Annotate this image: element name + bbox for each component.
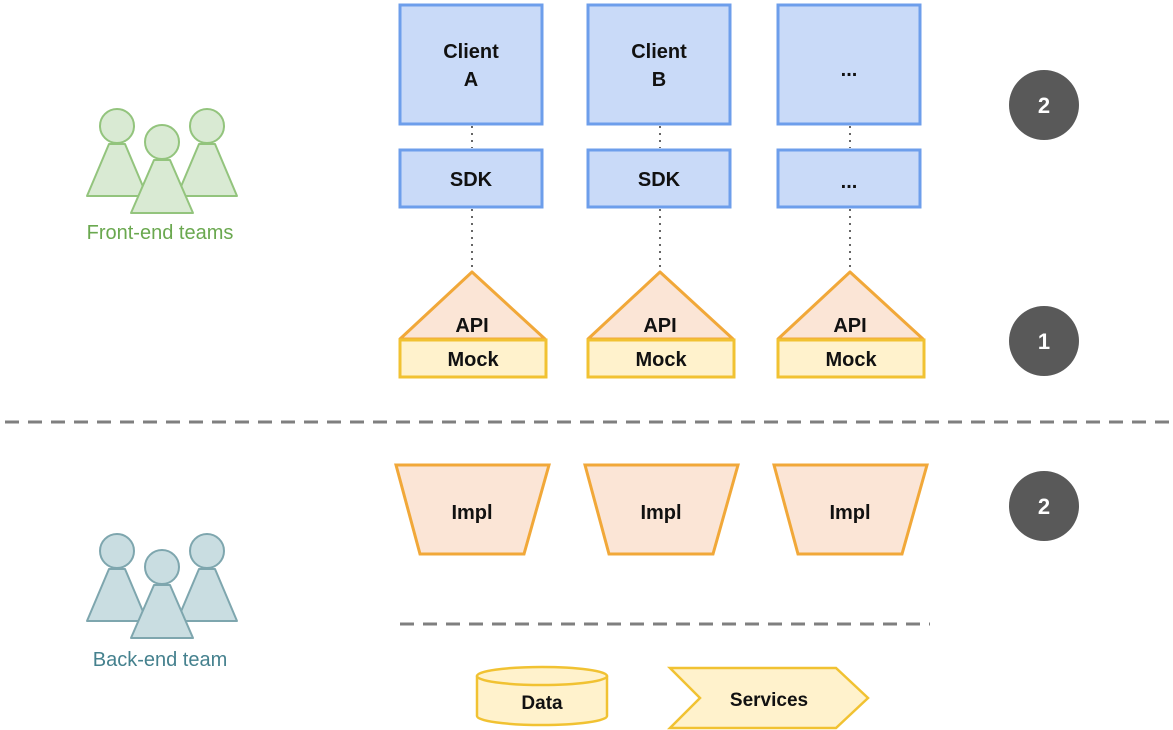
client-label-line1: Client [631,41,687,63]
person-body [130,584,194,639]
mock-box [776,338,926,379]
frontend-team-label: Front-end teams [87,222,234,244]
column-b: Client B SDK API Mock Impl [583,3,740,556]
sdk-box [586,148,732,209]
impl-trapezoid [583,463,740,556]
column-a: Client A SDK API Mock Impl [394,3,551,556]
api-label: API [833,315,866,337]
client-box [586,3,732,126]
impl-trapezoid [394,463,551,556]
frontend-team-icon [86,108,238,214]
person-head [144,124,180,160]
person-body [176,143,238,197]
data-cylinder-icon [475,676,609,727]
sdk-label: SDK [450,169,493,191]
mock-label: Mock [447,349,499,371]
client-label-line1: ... [841,59,858,81]
dotted-connectors [471,126,851,270]
impl-label: Impl [451,502,492,524]
mock-label: Mock [825,349,877,371]
data-cylinder-top [475,665,609,687]
services: Services [666,666,870,730]
person-body [176,568,238,622]
data-label: Data [521,693,563,714]
impl-label: Impl [829,502,870,524]
services-label: Services [730,690,808,711]
svg-text:2: 2 [1038,494,1050,519]
person-body [130,159,194,214]
api-label: API [455,315,488,337]
person-body [86,568,148,622]
svg-text:2: 2 [1038,93,1050,118]
person-head [189,108,225,144]
sdk-box [776,148,922,209]
person-head [99,533,135,569]
client-label-line2: A [464,69,478,91]
person-head [99,108,135,144]
data-store: Data [475,665,609,727]
impl-label: Impl [640,502,681,524]
step-badge: 1 [1009,306,1079,376]
sdk-label: SDK [638,169,681,191]
client-box [398,3,544,126]
mock-box [586,338,736,379]
client-label-line2: B [652,69,666,91]
person-head [189,533,225,569]
client-label-line1: Client [443,41,499,63]
backend-team-label: Back-end team [93,649,228,671]
step-badge: 2 [1009,70,1079,140]
backend-team-icon [86,533,238,639]
client-box [776,3,922,126]
mock-box [398,338,548,379]
sdk-label: ... [841,171,858,193]
services-chevron-icon [666,666,870,730]
svg-text:1: 1 [1038,329,1050,354]
service-columns: Client A SDK API Mock Impl Client B SDK … [394,3,929,556]
column-more: ... ... API Mock Impl [772,3,929,556]
sdk-box [398,148,544,209]
api-label: API [643,315,676,337]
person-body [86,143,148,197]
impl-trapezoid [772,463,929,556]
person-head [144,549,180,585]
mock-label: Mock [635,349,687,371]
step-badge: 2 [1009,471,1079,541]
